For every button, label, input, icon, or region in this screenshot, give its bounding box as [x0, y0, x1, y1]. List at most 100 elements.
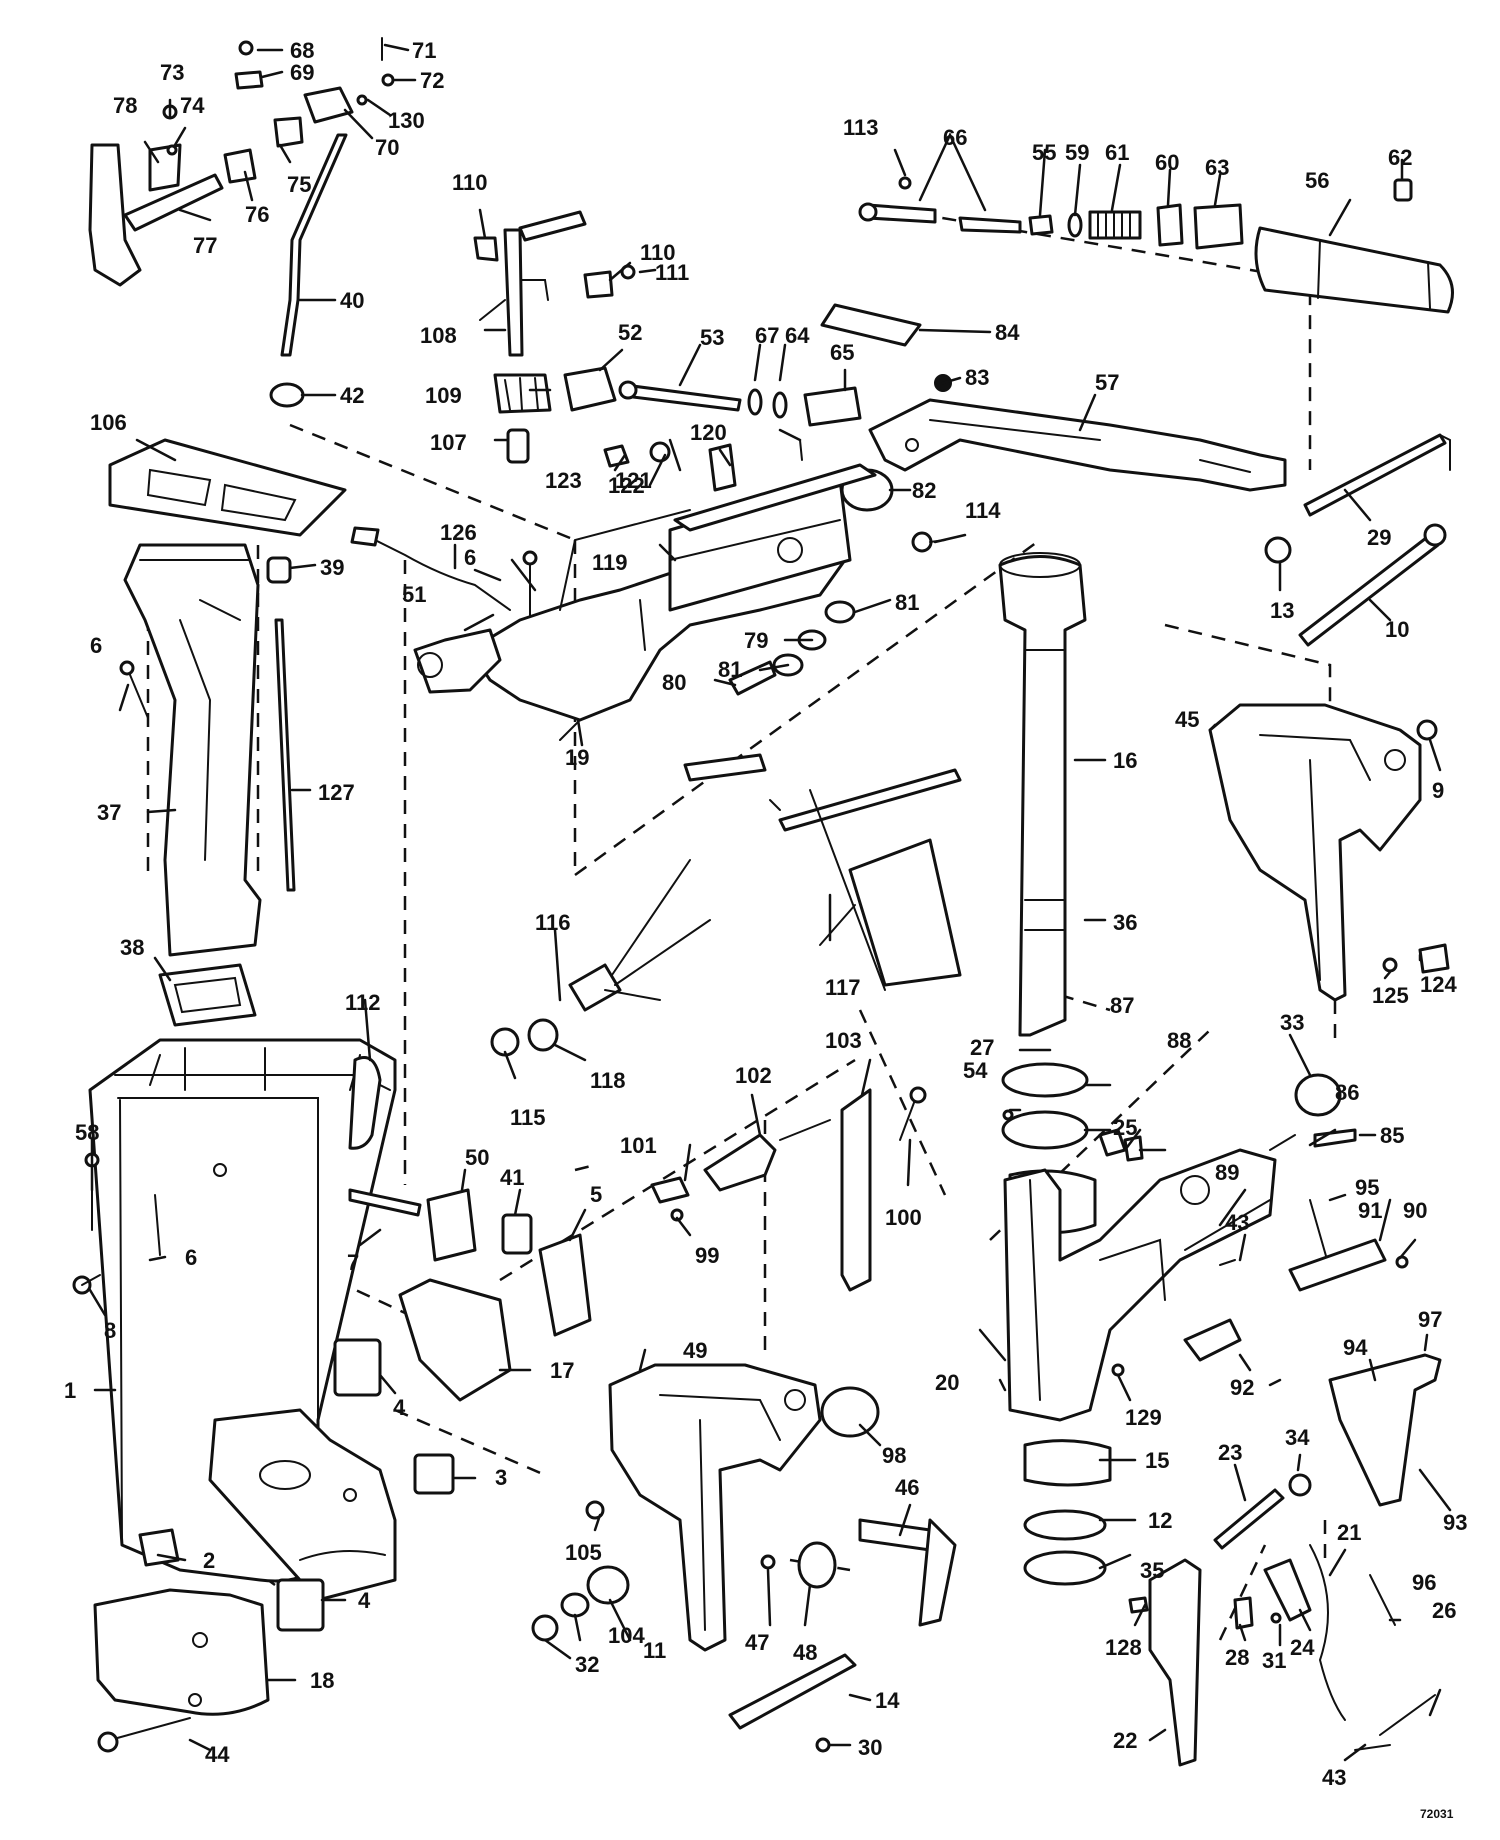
callout-29: 29 [1367, 525, 1391, 550]
callout-58: 58 [75, 1120, 99, 1145]
clip-110-upper-part [473, 236, 499, 262]
callout-106: 106 [90, 410, 127, 435]
callout-121: 121 [615, 468, 652, 493]
bushing-28-part [1233, 1596, 1254, 1630]
insert-55-part [1028, 214, 1054, 236]
callout-98: 98 [882, 1443, 906, 1468]
callout-104: 104 [608, 1623, 645, 1648]
callout-65: 65 [830, 340, 854, 365]
callout-69: 69 [290, 60, 314, 85]
callout-6: 6 [90, 633, 102, 658]
callout-80: 80 [662, 670, 686, 695]
callout-12: 12 [1148, 1508, 1172, 1533]
callout-114: 114 [965, 498, 1001, 523]
callout-95: 95 [1355, 1175, 1379, 1200]
wire-126-part [364, 534, 511, 611]
callout-75: 75 [287, 172, 311, 197]
bushing-118-part [527, 1018, 559, 1052]
callout-14: 14 [875, 1688, 900, 1713]
ring-35-part [1023, 1550, 1107, 1586]
callout-34: 34 [1285, 1425, 1310, 1450]
callout-73: 73 [160, 60, 184, 85]
tiller-arm-part [868, 398, 1287, 492]
bolt-6-left-part [127, 669, 149, 719]
block-41-part [501, 1213, 533, 1255]
clamp-screw-46-part [858, 1518, 932, 1552]
callout-128: 128 [1105, 1635, 1142, 1660]
ring-12-part [1023, 1509, 1107, 1541]
callout-67: 67 [755, 323, 779, 348]
callout-110: 110 [640, 240, 676, 265]
screw-100-part [899, 1099, 916, 1141]
callout-101: 101 [620, 1133, 657, 1158]
callout-56: 56 [1305, 168, 1329, 193]
callout-17: 17 [550, 1358, 574, 1383]
callout-52: 52 [618, 320, 642, 345]
callout-22: 22 [1113, 1728, 1137, 1753]
callout-77: 77 [193, 233, 217, 258]
seal-38-part [158, 963, 257, 1027]
screw-47-part [760, 1554, 776, 1570]
callout-66: 66 [943, 125, 967, 150]
callout-28: 28 [1225, 1645, 1249, 1670]
callout-93: 93 [1443, 1510, 1467, 1535]
callout-97: 97 [1418, 1307, 1442, 1332]
water-tube-part [274, 618, 296, 892]
rod-40-part [280, 133, 348, 357]
callout-5: 5 [590, 1182, 602, 1207]
callout-107: 107 [430, 430, 467, 455]
shaft-53-part [623, 383, 742, 412]
callout-92: 92 [1230, 1375, 1254, 1400]
lower-cover-part [93, 1588, 270, 1716]
exhaust-tube-part [123, 543, 262, 957]
callout-117: 117 [825, 975, 861, 1000]
screw-31-part [1270, 1612, 1282, 1624]
switch-116-part [568, 963, 622, 1012]
callout-8: 8 [104, 1318, 116, 1343]
bracket-121-part [708, 443, 737, 492]
sleeve-107-part [506, 428, 530, 464]
callout-54: 54 [963, 1058, 988, 1083]
washer-81-upper-part [824, 600, 856, 624]
pin-120-part [799, 439, 803, 461]
shaft-108-part [503, 228, 524, 357]
washer-74-part [166, 144, 178, 156]
callout-15: 15 [1145, 1448, 1169, 1473]
callout-100: 100 [885, 1205, 922, 1230]
callout-44: 44 [205, 1742, 230, 1767]
decal-plate-part [138, 1528, 180, 1567]
callout-90: 90 [1403, 1198, 1427, 1223]
callout-6: 6 [464, 545, 476, 570]
clip-124-part [1418, 943, 1450, 974]
nut-34-part [1288, 1473, 1312, 1497]
spring-96-part [1369, 1574, 1396, 1626]
ring-36-part [1001, 1062, 1089, 1098]
shaft-66-right-part [958, 216, 1022, 234]
mount-3-part [413, 1453, 455, 1495]
wire-117-part [819, 904, 856, 946]
nut-90-part [1395, 1255, 1409, 1269]
callout-125: 125 [1372, 983, 1409, 1008]
ring-60-part [1156, 203, 1184, 247]
lever-22-part [1148, 1558, 1202, 1767]
mount-4-lower-part [276, 1578, 325, 1632]
gasket-part [108, 438, 347, 537]
callout-43: 43 [1322, 1765, 1346, 1790]
callout-25: 25 [1113, 1115, 1137, 1140]
callout-33: 33 [1280, 1010, 1304, 1035]
callout-89: 89 [1215, 1160, 1239, 1185]
callout-39: 39 [320, 555, 344, 580]
callout-24: 24 [1290, 1635, 1315, 1660]
callout-103: 103 [825, 1028, 862, 1053]
callout-53: 53 [700, 325, 724, 350]
sleeve-65-part [803, 386, 862, 427]
washer-130-part [356, 94, 368, 106]
bracket-92-part [1183, 1318, 1242, 1362]
callout-19: 19 [565, 745, 589, 770]
swivel-bracket-part [1003, 1148, 1277, 1422]
callout-71: 71 [412, 38, 436, 63]
screw-68-part [238, 40, 254, 56]
clip-101-part [650, 1176, 690, 1204]
callout-13: 13 [1270, 598, 1294, 623]
bushing-76-part [223, 148, 257, 184]
